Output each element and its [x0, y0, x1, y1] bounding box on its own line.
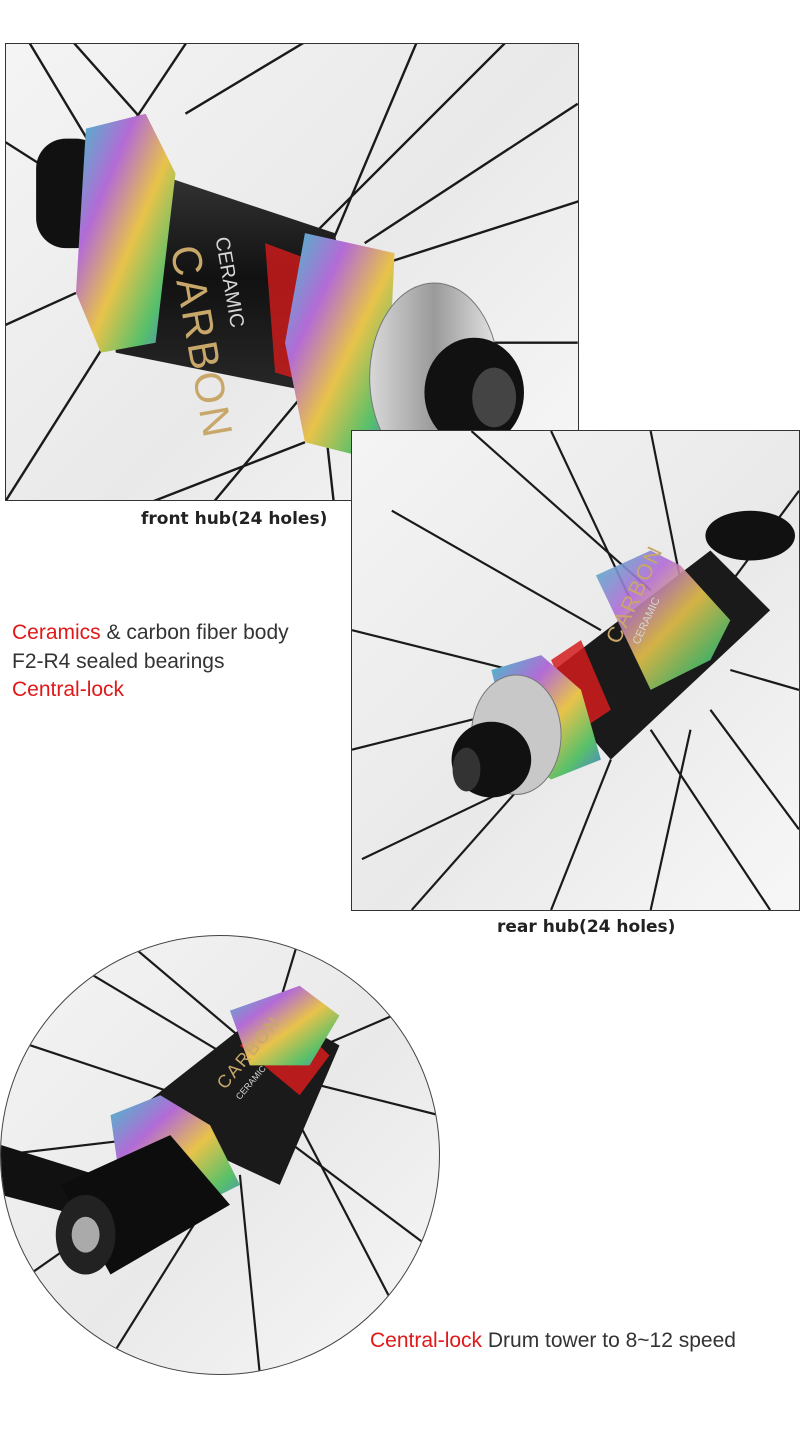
front-right-flange — [285, 233, 395, 463]
freehub-highlight-centrallock: Central-lock — [370, 1329, 483, 1352]
freehub-top-flange — [229, 985, 340, 1066]
feature-line-1: Ceramics & carbon fiber body — [12, 619, 289, 648]
feature-line-3: Central-lock — [12, 678, 125, 701]
feature-highlight-ceramics: Ceramics — [12, 621, 101, 644]
rear-freehub — [705, 510, 796, 561]
feature-list: Ceramics & carbon fiber body F2-R4 seale… — [12, 619, 289, 705]
front-hub-illustration: CARBON CERAMIC — [6, 44, 578, 500]
freehub-photo: CARBON CERAMIC — [0, 935, 440, 1375]
feature-line-1-text: & carbon fiber body — [100, 621, 289, 644]
freehub-caption: Central-lock Drum tower to 8~12 speed — [370, 1329, 736, 1353]
front-hub-photo: CARBON CERAMIC — [5, 43, 579, 501]
rear-hub-photo: CARBON CERAMIC — [351, 430, 800, 911]
rear-hub-illustration: CARBON CERAMIC — [352, 431, 799, 910]
freehub-illustration: CARBON CERAMIC — [1, 936, 439, 1374]
rear-right-flange — [595, 550, 731, 690]
rear-hub-caption: rear hub(24 holes) — [497, 917, 676, 937]
front-hub-caption: front hub(24 holes) — [141, 509, 328, 529]
front-left-flange — [75, 113, 176, 353]
freehub-caption-text: Drum tower to 8~12 speed — [482, 1329, 736, 1352]
feature-line-2: F2-R4 sealed bearings — [12, 649, 225, 673]
